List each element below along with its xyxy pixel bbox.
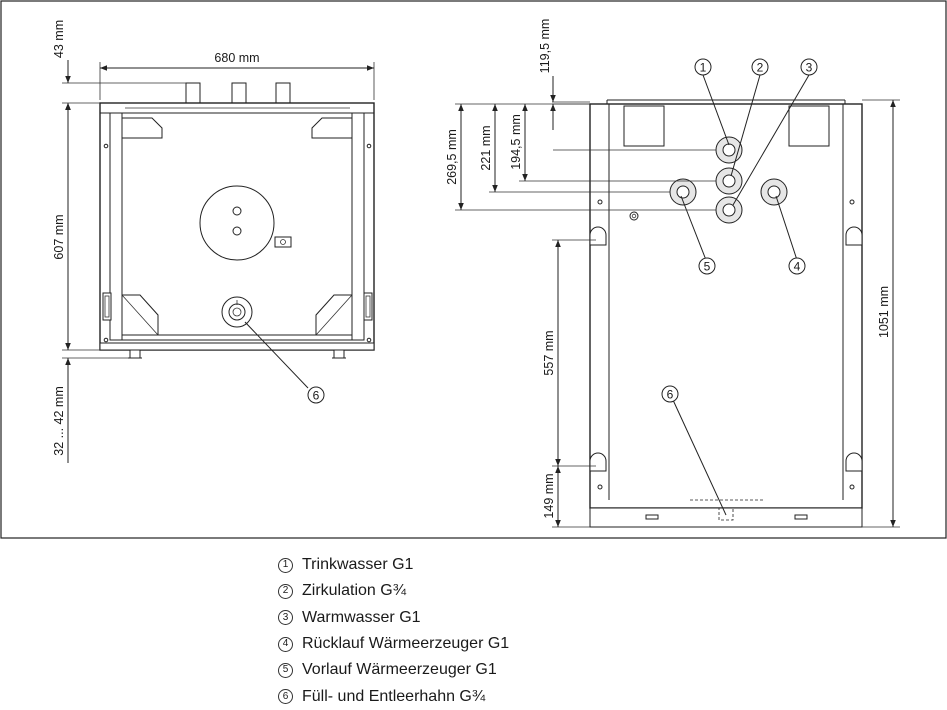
dim-269-5: 269,5 mm	[445, 129, 459, 185]
legend-item: 5 Vorlauf Wärmeerzeuger G1	[278, 657, 678, 683]
connection-3	[715, 196, 743, 224]
svg-text:3: 3	[806, 61, 813, 75]
dim-1051: 1051 mm	[877, 286, 891, 338]
legend-item: 2 Zirkulation G¾	[278, 578, 678, 604]
legend-item: 3 Warmwasser G1	[278, 605, 678, 631]
drawing-border	[0, 0, 947, 539]
connection-4	[760, 178, 788, 206]
callout-5: 5	[698, 257, 716, 275]
svg-text:1: 1	[700, 61, 707, 75]
callout-2: 2	[751, 58, 769, 76]
legend-item: 1 Trinkwasser G1	[278, 552, 678, 578]
dim-557: 557 mm	[542, 330, 556, 375]
top-view	[99, 82, 375, 389]
technical-drawing: 680 mm 43 mm 607 mm 32 ... 42 mm 6	[0, 0, 947, 539]
svg-text:6: 6	[313, 389, 320, 403]
legend-number: 3	[278, 610, 293, 626]
svg-text:6: 6	[667, 388, 674, 402]
dim-149: 149 mm	[542, 473, 556, 518]
legend: 1 Trinkwasser G1 2 Zirkulation G¾ 3 Warm…	[278, 552, 678, 710]
dim-119-5: 119,5 mm	[538, 19, 552, 74]
legend-number: 4	[278, 636, 293, 652]
connection-2	[715, 167, 743, 195]
dim-43: 43 mm	[52, 20, 66, 58]
svg-text:5: 5	[704, 260, 711, 274]
svg-text:4: 4	[794, 260, 801, 274]
legend-item: 6 Füll- und Entleerhahn G¾	[278, 683, 678, 709]
legend-item: 4 Rücklauf Wärmeerzeuger G1	[278, 631, 678, 657]
callout-4: 4	[788, 257, 806, 275]
legend-number: 1	[278, 557, 293, 573]
legend-label: Warmwasser G1	[302, 608, 421, 626]
legend-number: 2	[278, 583, 293, 599]
dim-680: 680 mm	[214, 51, 259, 65]
legend-label: Trinkwasser G1	[302, 556, 414, 574]
legend-number: 5	[278, 662, 293, 678]
dim-194-5: 194,5 mm	[509, 114, 523, 170]
legend-label: Vorlauf Wärmeerzeuger G1	[302, 661, 497, 679]
svg-text:2: 2	[757, 61, 764, 75]
legend-number: 6	[278, 689, 293, 705]
connection-5	[669, 178, 697, 206]
callout-6-left: 6	[307, 386, 325, 404]
callout-3: 3	[800, 58, 818, 76]
callout-6-right: 6	[661, 385, 679, 403]
dim-feet: 32 ... 42 mm	[52, 386, 66, 455]
legend-label: Rücklauf Wärmeerzeuger G1	[302, 635, 510, 653]
front-view	[589, 74, 863, 528]
legend-label: Zirkulation G¾	[302, 582, 407, 600]
right-dimensions	[455, 76, 900, 528]
dim-607: 607 mm	[52, 214, 66, 259]
dim-221: 221 mm	[479, 125, 493, 170]
legend-label: Füll- und Entleerhahn G¾	[302, 687, 486, 705]
left-dimensions	[62, 60, 375, 463]
callout-1: 1	[694, 58, 712, 76]
